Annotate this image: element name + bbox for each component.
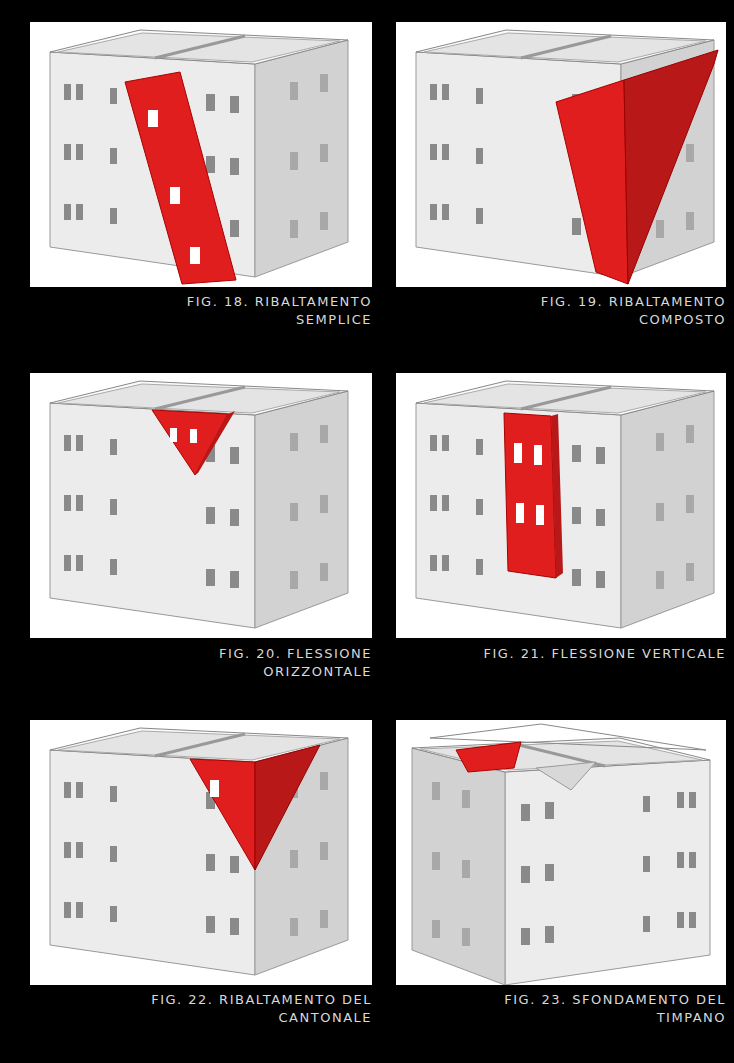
building-illustration <box>396 720 726 985</box>
figure-caption: FIG. 21. FLESSIONE VERTICALE <box>476 645 726 663</box>
figure-panel <box>30 720 372 985</box>
building-illustration <box>30 373 372 638</box>
figure-caption: FIG. 19. RIBALTAMENTO COMPOSTO <box>476 293 726 329</box>
building-illustration <box>396 373 726 638</box>
figure-caption: FIG. 23. SFONDAMENTO DEL TIMPANO <box>476 991 726 1027</box>
figure-panel <box>30 22 372 287</box>
figure-caption: FIG. 20. FLESSIONE ORIZZONTALE <box>122 645 372 681</box>
figure-panel <box>396 720 726 985</box>
building-illustration <box>396 22 726 287</box>
figure-panel <box>30 373 372 638</box>
building-illustration <box>30 22 372 287</box>
figure-caption: FIG. 22. RIBALTAMENTO DEL CANTONALE <box>122 991 372 1027</box>
building-illustration <box>30 720 372 985</box>
figure-panel <box>396 373 726 638</box>
figure-caption: FIG. 18. RIBALTAMENTO SEMPLICE <box>122 293 372 329</box>
figure-panel <box>396 22 726 287</box>
